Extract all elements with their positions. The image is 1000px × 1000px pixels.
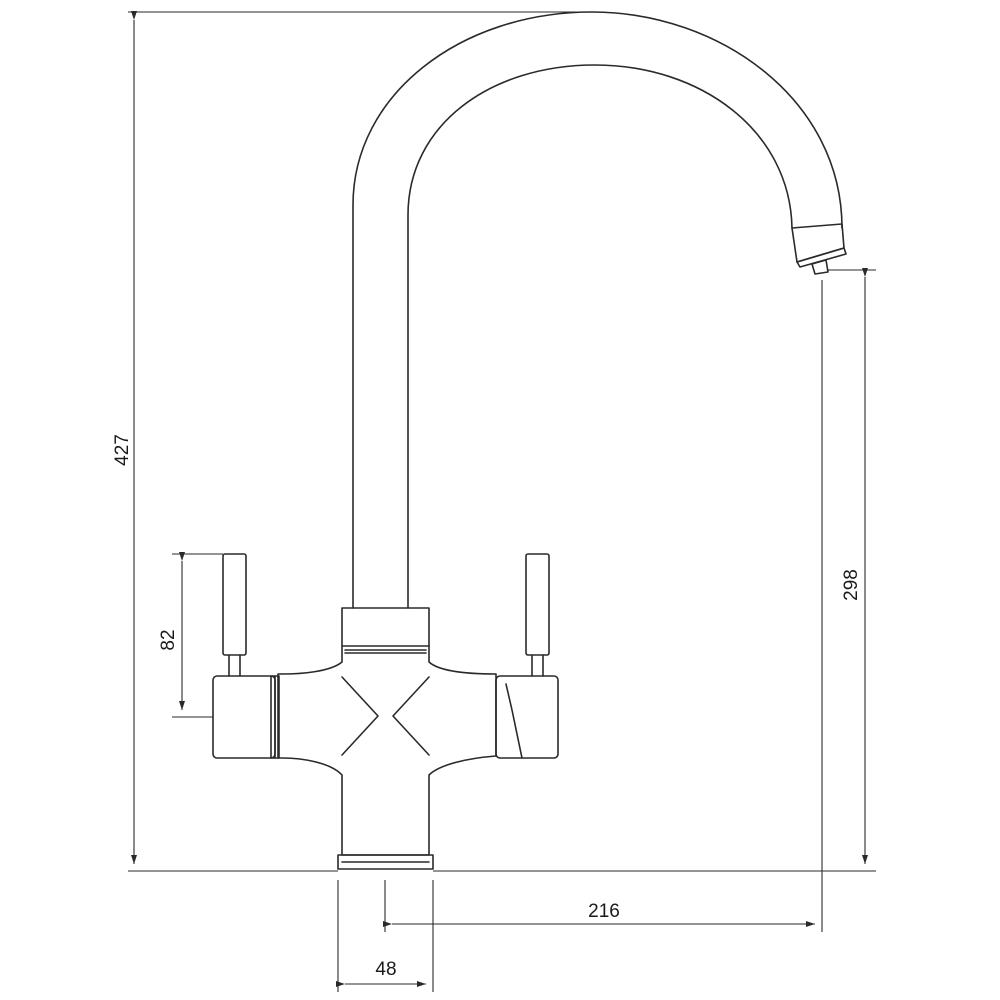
aerator: [791, 223, 847, 275]
spout-collar: [341, 607, 430, 654]
dimension-216-label: 216: [588, 901, 620, 922]
dimension-82-label: 82: [158, 629, 179, 650]
body-flute-right: [392, 676, 430, 756]
dimension-base-width: 48: [336, 880, 434, 992]
dimension-lines: 427 82 298 216 48: [112, 11, 876, 992]
tap-body: [277, 645, 497, 856]
tap-outline: [212, 11, 847, 870]
dimension-spout-clearance: 298: [433, 268, 876, 872]
dimension-total-height: 427: [112, 11, 596, 872]
base-plate: [337, 854, 434, 870]
left-handle: [212, 553, 280, 759]
dimension-48-label: 48: [375, 959, 396, 980]
right-handle: [495, 553, 559, 759]
dimension-spout-reach: 216: [383, 280, 823, 932]
spout-outer-edge: [352, 11, 843, 609]
dimension-handle-height: 82: [158, 552, 223, 718]
body-flute-left: [341, 676, 379, 756]
spout-inner-edge: [407, 64, 793, 609]
dimension-427-label: 427: [112, 434, 133, 466]
dimension-298-label: 298: [841, 569, 862, 601]
